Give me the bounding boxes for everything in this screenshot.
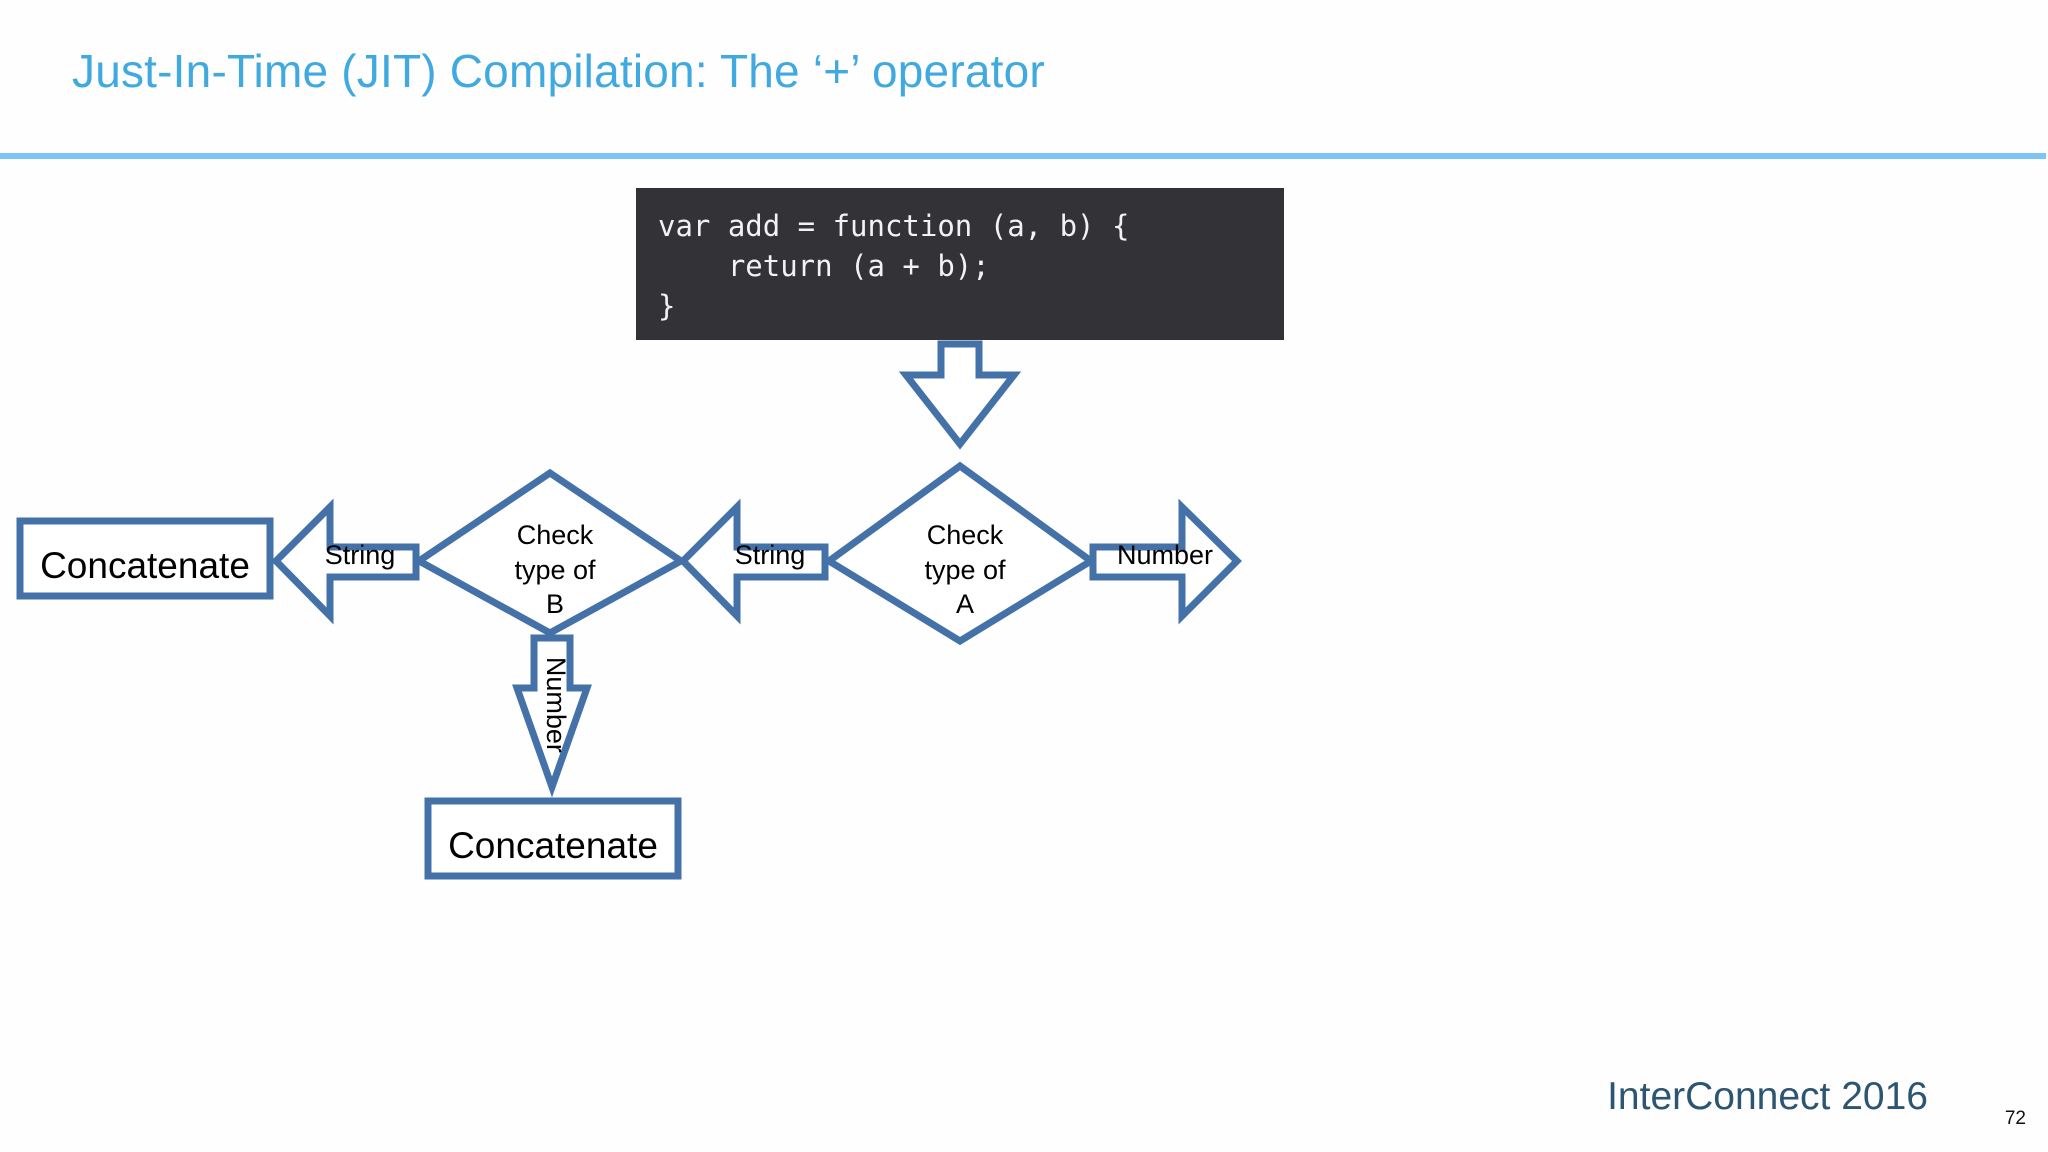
page-title: Just-In-Time (JIT) Compilation: The ‘+’ … [72, 45, 1045, 97]
arrow-check-a-number-label: Number [1116, 540, 1214, 570]
process-concatenate-left-label: Concatenate [40, 545, 250, 586]
arrow-code-to-check-a [898, 340, 1022, 450]
decision-check-type-of-a-label: Check type of A [924, 520, 1006, 620]
code-listing: var add = function (a, b) { return (a + … [658, 209, 1130, 324]
code-block: var add = function (a, b) { return (a + … [636, 188, 1284, 340]
title-divider [0, 153, 2046, 159]
decision-check-type-of-b-label: Check type of B [514, 520, 596, 620]
page-number: 72 [2004, 1108, 2026, 1129]
arrow-check-b-to-concatenate-down-label: Number [540, 656, 571, 753]
arrow-check-a-to-check-b-label: String [734, 540, 806, 570]
process-concatenate-bottom-label: Concatenate [448, 825, 658, 866]
footer-brand: InterConnect 2016 [1607, 1075, 1928, 1118]
arrow-check-b-to-concatenate-label: String [324, 540, 396, 570]
